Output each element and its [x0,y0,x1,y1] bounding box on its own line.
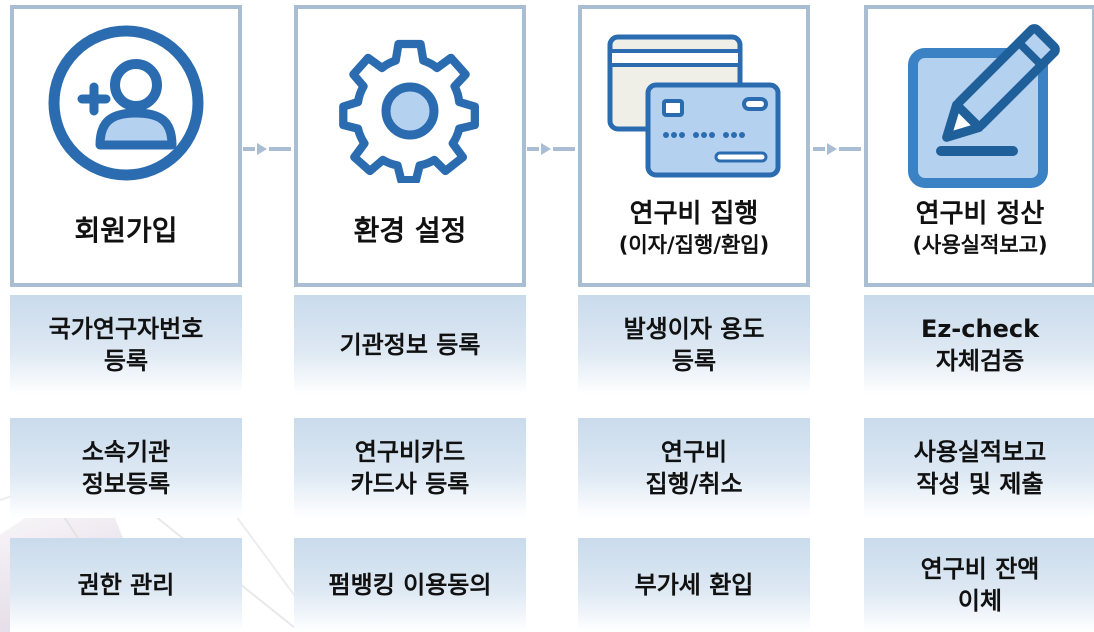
task-box: 기관정보 등록 [294,295,526,395]
step-title: 회원가입 [74,214,178,247]
step-title: 연구비 정산 [915,199,1045,229]
edit-document-icon [908,24,1060,188]
arrow-right-icon [527,143,575,155]
task-box: 펌뱅킹 이용동의 [294,538,526,632]
arrow-right-icon [243,143,291,155]
task-box: 연구비 잔액 이체 [864,538,1094,632]
task-box: 사용실적보고 작성 및 제출 [864,418,1094,518]
task-label: 연구비 잔액 이체 [920,555,1040,615]
task-label: 발생이자 용도 등록 [623,315,765,375]
task-label: 펌뱅킹 이용동의 [328,571,492,599]
step-card-signup: 회원가입 [10,5,242,287]
task-box: Ez-check 자체검증 [864,295,1094,395]
task-label: 국가연구자번호 등록 [48,315,204,375]
step-subtitle: (이자/집행/환입) [618,233,770,257]
task-label: 기관정보 등록 [339,331,481,359]
step-title: 연구비 집행 [629,199,759,229]
task-label: Ez-check 자체검증 [920,315,1040,375]
add-user-icon [48,25,204,181]
task-label: 연구비카드 카드사 등록 [350,438,470,498]
step-subtitle: (사용실적보고) [912,233,1048,257]
arrow-right-icon [813,143,861,155]
task-box: 소속기관 정보등록 [10,418,242,518]
task-box: 권한 관리 [10,538,242,632]
step-card-expenditure: 연구비 집행 (이자/집행/환입) [578,5,810,287]
task-box: 연구비카드 카드사 등록 [294,418,526,518]
task-label: 연구비 집행/취소 [645,438,743,498]
task-box: 국가연구자번호 등록 [10,295,242,395]
step-title-block: 연구비 정산 (사용실적보고) [868,197,1092,259]
task-label: 사용실적보고 작성 및 제출 [913,438,1047,498]
task-box: 발생이자 용도 등록 [578,295,810,395]
task-box: 부가세 환입 [578,538,810,632]
step-card-settings: 환경 설정 [294,5,526,287]
step-card-settlement: 연구비 정산 (사용실적보고) [864,5,1094,287]
task-label: 권한 관리 [77,571,175,599]
task-label: 부가세 환입 [634,571,754,599]
step-title: 환경 설정 [353,214,467,247]
gear-icon [339,39,479,183]
task-label: 소속기관 정보등록 [81,438,171,498]
task-box: 연구비 집행/취소 [578,418,810,518]
credit-card-icon [607,34,781,178]
step-title-block: 연구비 집행 (이자/집행/환입) [582,197,806,259]
